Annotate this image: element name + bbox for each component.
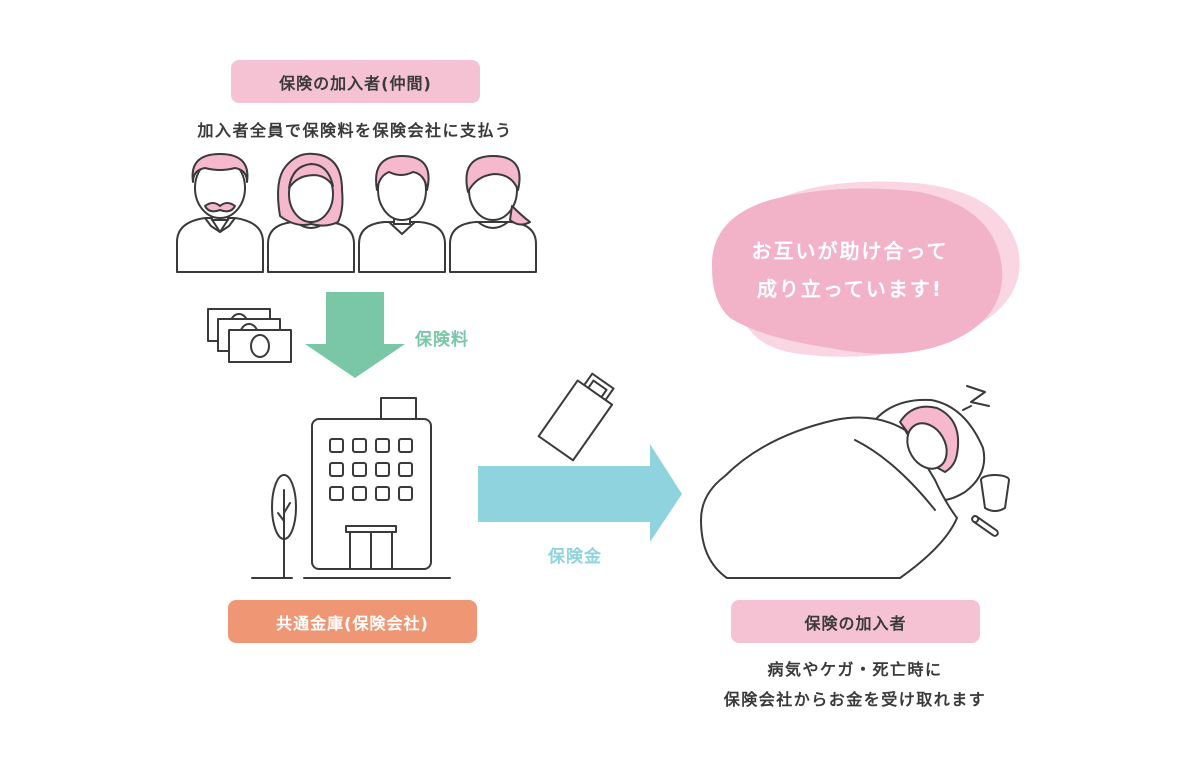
person-icon [358, 155, 446, 273]
people-group [176, 152, 537, 273]
members-caption: 加入者全員で保険料を保険会社に支払う [197, 121, 513, 140]
bubble-text: お互いが助け合って 成り立っています! [720, 232, 980, 308]
insured-caption: 病気やケガ・死亡時に 保険会社からお金を受け取れます [680, 655, 1030, 715]
person-icon [176, 153, 264, 273]
premium-arrow [305, 292, 405, 378]
envelope-icon [537, 372, 615, 462]
premium-label: 保険料 [415, 330, 469, 350]
building-icon [251, 397, 451, 579]
speech-bubble [711, 181, 1020, 357]
company-label: 共通金庫(保険会社) [228, 600, 477, 643]
thermometer-icon [971, 515, 999, 537]
payout-label: 保険金 [548, 547, 602, 567]
insured-label: 保険の加入者 [731, 600, 980, 643]
bubble-line-2: 成り立っています! [756, 277, 944, 301]
tree-icon [251, 474, 297, 579]
person-icon [449, 155, 537, 273]
insured-caption-line-1: 病気やケガ・死亡時に [767, 660, 943, 679]
bed-icon [700, 385, 990, 579]
person-icon [267, 152, 355, 273]
money-icon [207, 308, 292, 363]
payout-arrow [478, 444, 682, 542]
bubble-line-1: お互いが助け合って [751, 239, 949, 263]
cup-icon [980, 474, 1010, 512]
insured-caption-line-2: 保険会社からお金を受け取れます [723, 690, 987, 709]
members-label: 保険の加入者(仲間) [231, 60, 480, 103]
